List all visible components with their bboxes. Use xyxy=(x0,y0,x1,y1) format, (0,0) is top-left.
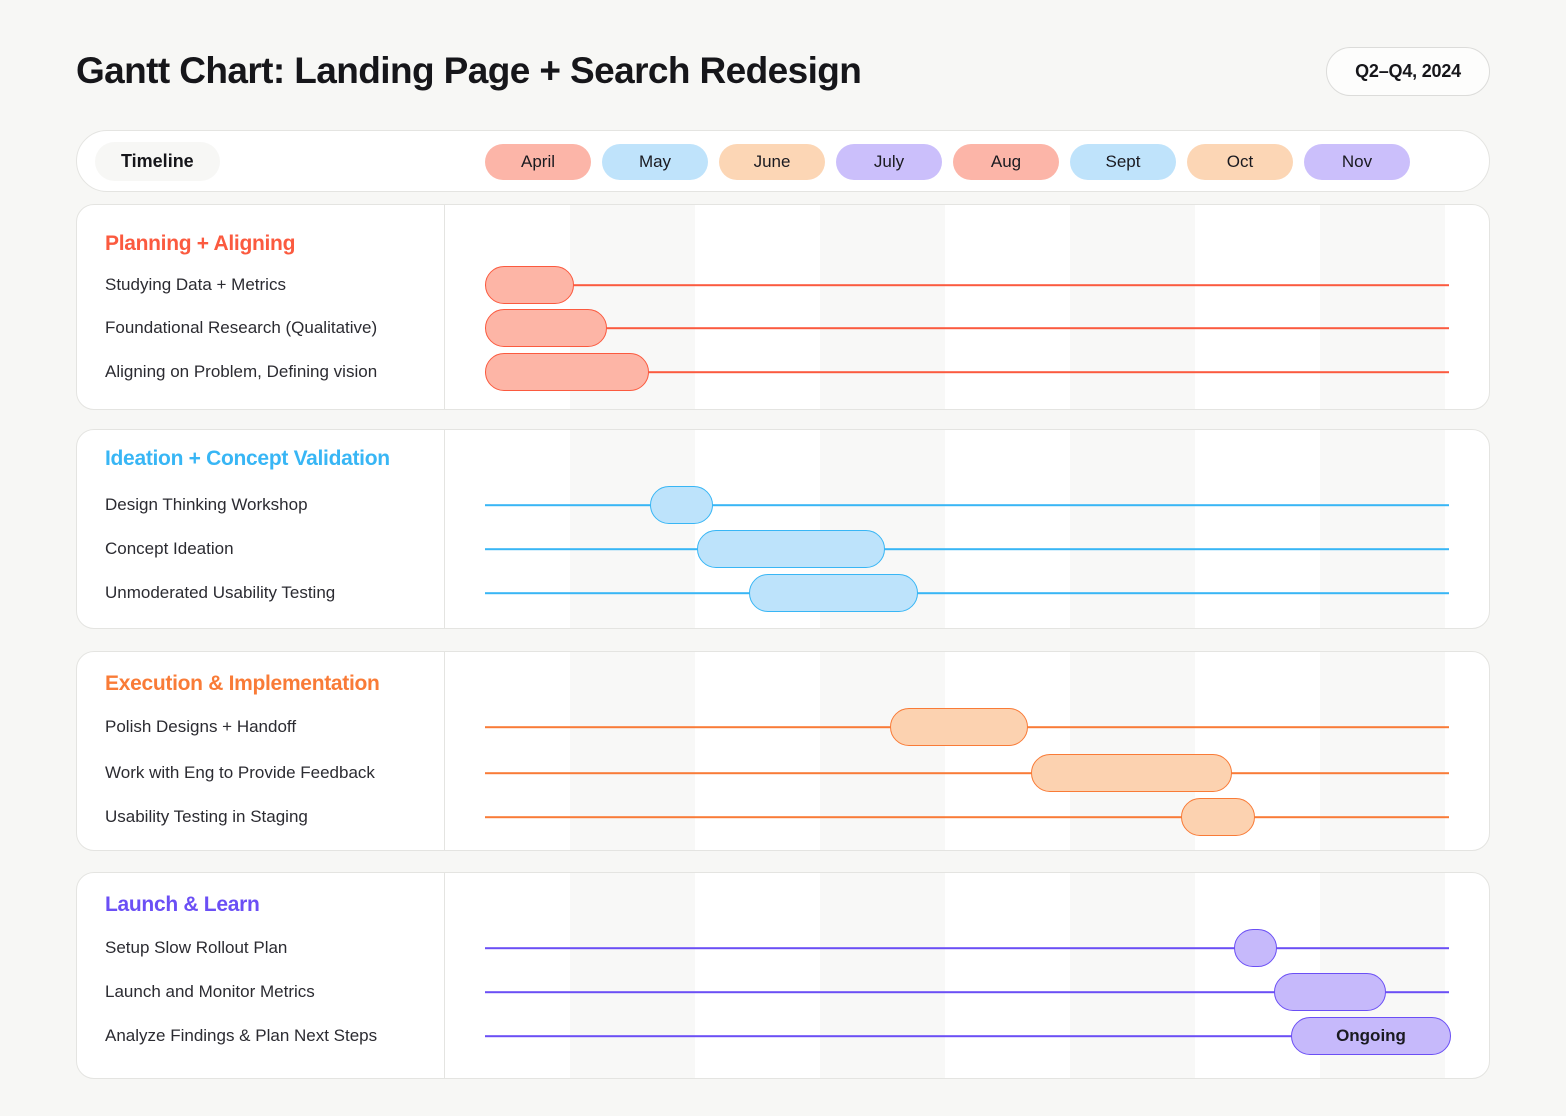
task-bar[interactable] xyxy=(1181,798,1255,836)
grid-column xyxy=(1445,205,1489,409)
grid-column xyxy=(945,652,1070,850)
task-label: Polish Designs + Handoff xyxy=(105,717,297,736)
task-label: Launch and Monitor Metrics xyxy=(105,982,315,1001)
grid-column xyxy=(945,873,1070,1078)
grid-column xyxy=(820,652,945,850)
section-title: Planning + Aligning xyxy=(105,232,296,255)
section-timeline-grid xyxy=(445,652,1489,850)
quarter-badge[interactable]: Q2–Q4, 2024 xyxy=(1326,46,1490,96)
grid-column xyxy=(1320,652,1445,850)
section-title: Execution & Implementation xyxy=(105,672,380,695)
task-label: Analyze Findings & Plan Next Steps xyxy=(105,1026,378,1045)
grid-column xyxy=(695,873,820,1078)
task-bar[interactable] xyxy=(697,530,885,568)
month-pill-june[interactable]: June xyxy=(719,144,825,180)
grid-column xyxy=(1320,205,1445,409)
month-pill-aug[interactable]: Aug xyxy=(953,144,1059,180)
grid-column xyxy=(1445,430,1489,628)
grid-column xyxy=(945,205,1070,409)
task-bar[interactable] xyxy=(1274,973,1386,1011)
page-header: Gantt Chart: Landing Page + Search Redes… xyxy=(76,40,1490,102)
section-timeline-grid: Ongoing xyxy=(445,873,1489,1078)
task-label: Unmoderated Usability Testing xyxy=(105,583,336,602)
task-track-line xyxy=(485,371,1449,373)
month-pill-nov[interactable]: Nov xyxy=(1304,144,1410,180)
task-bar[interactable]: Ongoing xyxy=(1291,1017,1451,1055)
grid-column xyxy=(1320,430,1445,628)
task-track-line xyxy=(485,772,1449,774)
month-pill-april[interactable]: April xyxy=(485,144,591,180)
task-track-line xyxy=(485,1035,1449,1037)
grid-column xyxy=(1070,205,1195,409)
task-bar[interactable] xyxy=(1031,754,1232,792)
task-label: Work with Eng to Provide Feedback xyxy=(105,763,375,782)
task-bar[interactable] xyxy=(749,574,918,612)
grid-column xyxy=(570,430,695,628)
task-bar[interactable] xyxy=(1234,929,1277,967)
grid-column xyxy=(1195,205,1320,409)
task-track-line xyxy=(485,592,1449,594)
grid-column xyxy=(570,652,695,850)
timeline-label: Timeline xyxy=(95,141,220,181)
task-track-line xyxy=(485,816,1449,818)
grid-column xyxy=(1070,873,1195,1078)
task-track-line xyxy=(485,284,1449,286)
grid-column xyxy=(1070,430,1195,628)
grid-column xyxy=(945,430,1070,628)
month-pill-sept[interactable]: Sept xyxy=(1070,144,1176,180)
grid-column xyxy=(445,873,570,1078)
section-timeline-grid xyxy=(445,430,1489,628)
task-bar[interactable] xyxy=(890,708,1028,746)
task-label: Aligning on Problem, Defining vision xyxy=(105,362,378,381)
task-track-line xyxy=(485,504,1449,506)
grid-column xyxy=(820,873,945,1078)
page-title: Gantt Chart: Landing Page + Search Redes… xyxy=(76,50,862,91)
grid-column xyxy=(445,430,570,628)
grid-column xyxy=(1445,873,1489,1078)
grid-column xyxy=(820,205,945,409)
task-label: Setup Slow Rollout Plan xyxy=(105,938,288,957)
grid-column xyxy=(570,873,695,1078)
task-track-line xyxy=(485,991,1449,993)
month-pill-july[interactable]: July xyxy=(836,144,942,180)
task-label: Usability Testing in Staging xyxy=(105,807,308,826)
section-timeline-grid xyxy=(445,205,1489,409)
task-label: Design Thinking Workshop xyxy=(105,495,308,514)
grid-column xyxy=(445,652,570,850)
month-pill-may[interactable]: May xyxy=(602,144,708,180)
grid-column xyxy=(695,205,820,409)
month-pill-list: April May June July Aug Sept Oct Nov xyxy=(485,131,1459,193)
grid-column xyxy=(1070,652,1195,850)
grid-stripes xyxy=(445,430,1489,628)
task-label: Concept Ideation xyxy=(105,539,234,558)
task-label: Foundational Research (Qualitative) xyxy=(105,318,378,337)
grid-stripes xyxy=(445,652,1489,850)
section-title: Ideation + Concept Validation xyxy=(105,447,390,470)
task-bar[interactable] xyxy=(485,266,574,304)
task-bar-label: Ongoing xyxy=(1336,1026,1406,1045)
timeline-header: Timeline April May June July Aug Sept Oct Nov xyxy=(76,130,1490,192)
task-track-line xyxy=(485,947,1449,949)
grid-column xyxy=(695,652,820,850)
section-title: Launch & Learn xyxy=(105,893,260,916)
grid-column xyxy=(1195,430,1320,628)
task-label: Studying Data + Metrics xyxy=(105,275,286,294)
task-track-line xyxy=(485,548,1449,550)
month-pill-oct[interactable]: Oct xyxy=(1187,144,1293,180)
task-bar[interactable] xyxy=(650,486,713,524)
task-bar[interactable] xyxy=(485,309,607,347)
grid-column xyxy=(1445,652,1489,850)
task-track-line xyxy=(485,327,1449,329)
task-bar[interactable] xyxy=(485,353,649,391)
